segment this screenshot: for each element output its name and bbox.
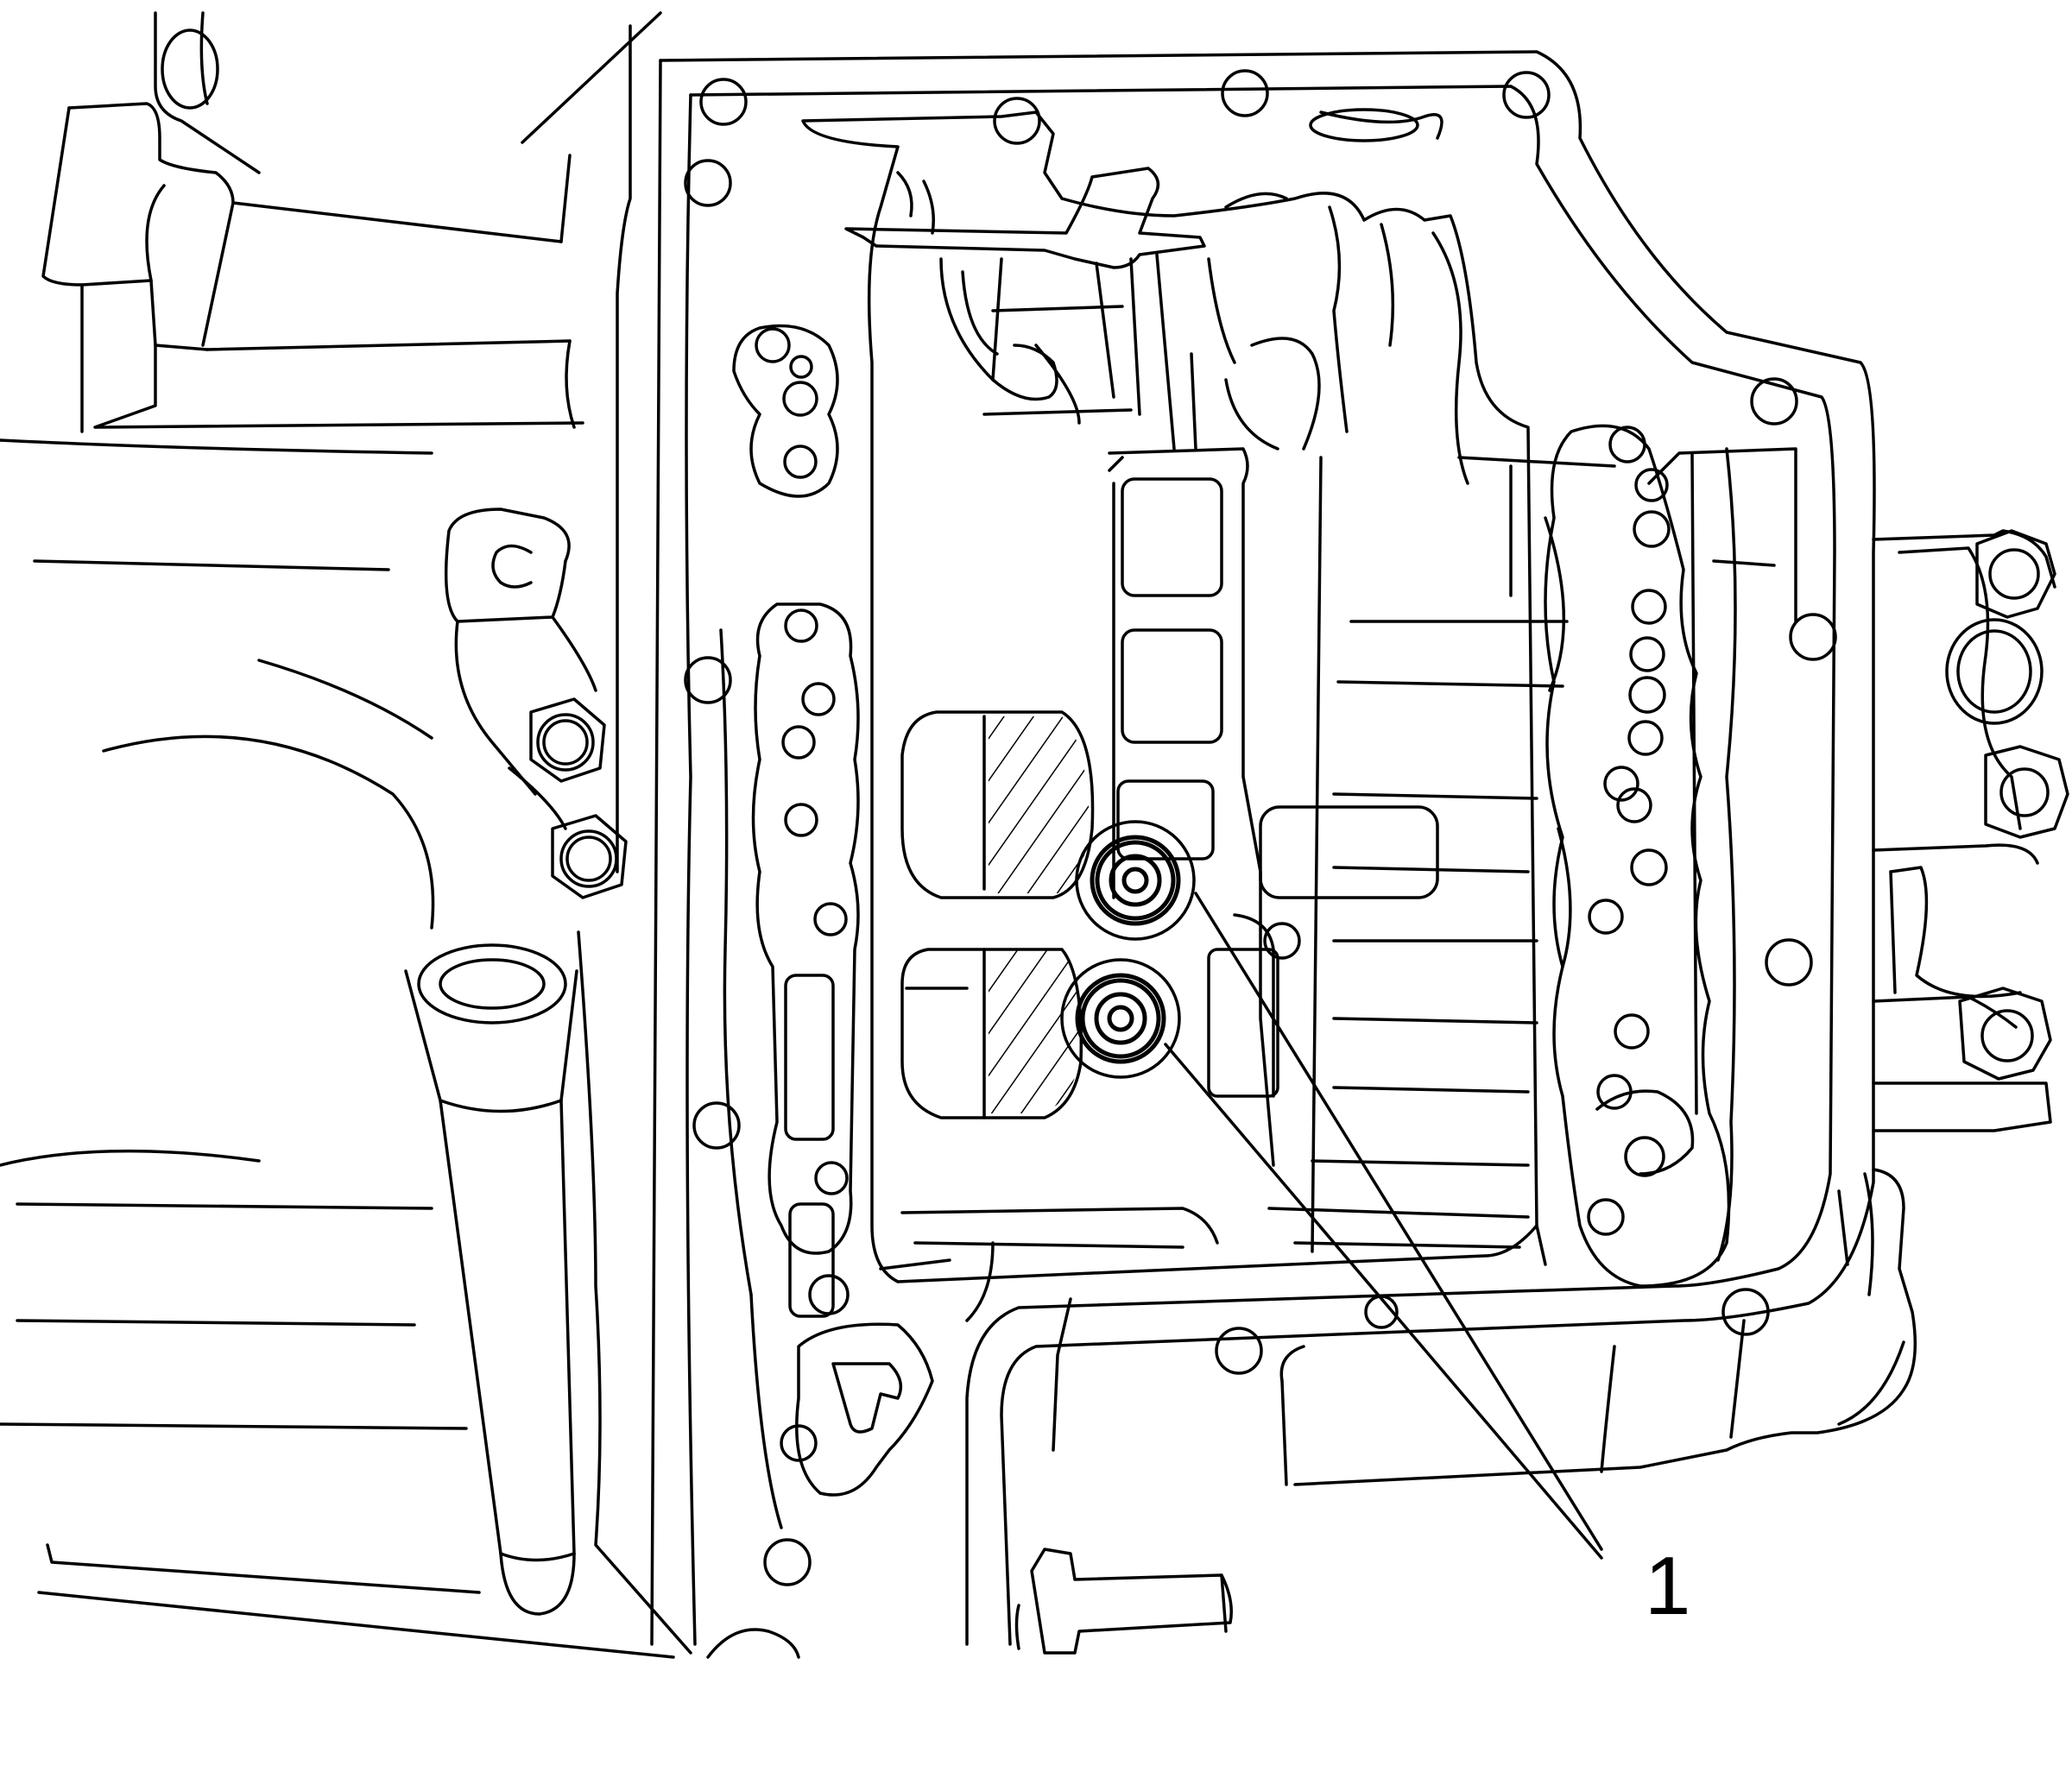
hatched-port-upper <box>900 710 1095 899</box>
bolt-right-top <box>1975 529 2056 619</box>
plug-lower <box>1060 958 1181 1079</box>
detent-spring <box>844 167 1206 451</box>
gasket-bolt-holes <box>684 69 1837 1586</box>
plug-upper <box>1075 820 1196 941</box>
lower-parts <box>706 1241 1233 1659</box>
right-housing <box>1279 529 2069 1486</box>
callout-leaders <box>1164 892 1603 1560</box>
bolt-right-lower <box>1958 987 2052 1081</box>
bolt-lower-left <box>551 814 628 899</box>
bolt-upper-left <box>529 697 606 783</box>
bolt-right-mid <box>1984 745 2069 839</box>
transmission-case <box>0 11 692 1659</box>
callout-label: 1 <box>1645 1540 1690 1632</box>
dipstick-tube <box>404 943 578 1616</box>
separator-plate <box>650 50 1876 1646</box>
bolt-right-large <box>1945 618 2044 725</box>
